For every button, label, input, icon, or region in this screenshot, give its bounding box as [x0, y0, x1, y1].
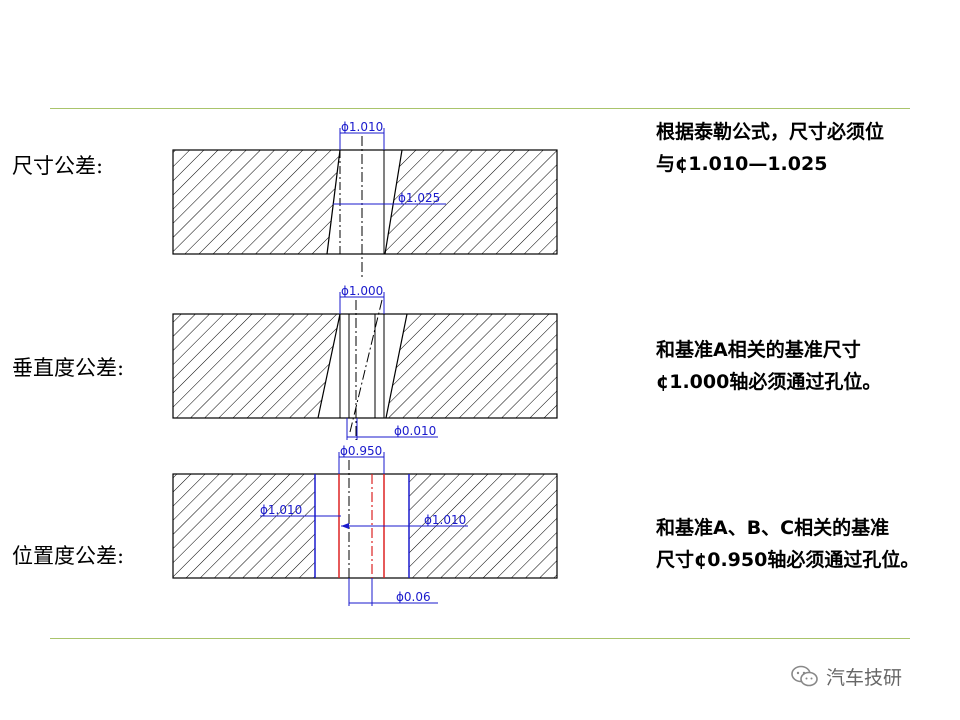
dimension-text: ϕ1.025 — [398, 191, 440, 205]
hatched-left-section — [173, 474, 315, 578]
bottom-divider — [50, 638, 910, 639]
note-perpendicularity: 和基准A相关的基准尺寸 ¢1.000轴必须通过孔位。 — [656, 334, 881, 398]
top-divider — [50, 108, 910, 109]
watermark-text: 汽车技研 — [826, 666, 903, 689]
perpendicularity-block: ϕ1.000 ϕ0.010 — [172, 284, 558, 440]
dimension-text: ϕ1.000 — [341, 284, 383, 298]
dimension-text: ϕ0.06 — [396, 590, 431, 604]
hole-wall-left — [317, 313, 341, 419]
block-outline — [172, 473, 558, 579]
block-outline — [172, 313, 558, 419]
dimension-text: ϕ1.010 — [260, 503, 302, 517]
block-outline — [172, 149, 558, 255]
note-line: 和基准A相关的基准尺寸 — [656, 339, 861, 361]
hatched-right-section — [385, 150, 557, 254]
hatched-left-section — [173, 314, 340, 418]
note-line: ¢1.000轴必须通过孔位。 — [656, 371, 882, 393]
position-tolerance-label: 位置度公差: — [12, 544, 125, 568]
perpendicularity-tolerance-label: 垂直度公差: — [12, 356, 125, 380]
size-tolerance-label: 尺寸公差: — [12, 154, 104, 178]
tilted-axis-line — [349, 299, 383, 433]
position-tolerance-block: ϕ0.950 ϕ1.010 ϕ1.010 ϕ0.06 — [172, 444, 558, 606]
dimension-text: ϕ0.010 — [394, 424, 436, 438]
dimension-text: ϕ0.950 — [340, 444, 382, 458]
hole-wall-right — [385, 313, 408, 419]
dimension-text: ϕ1.010 — [424, 513, 466, 527]
size-tolerance-block: ϕ1.010 ϕ1.025 — [172, 120, 558, 278]
watermark: 汽车技研 — [790, 662, 902, 690]
note-position: 和基准A、B、C相关的基准 尺寸¢0.950轴必须通过孔位。 — [656, 512, 919, 576]
note-line: 根据泰勒公式，尺寸必须位 — [656, 121, 885, 143]
arrow-head — [341, 523, 349, 529]
note-size-tolerance: 根据泰勒公式，尺寸必须位 与¢1.010—1.025 — [656, 116, 884, 180]
note-line: 与¢1.010—1.025 — [656, 153, 828, 175]
wechat-icon — [791, 665, 818, 687]
hatched-right-section — [386, 314, 557, 418]
hole-wall-right — [384, 149, 403, 255]
hatched-left-section — [173, 150, 340, 254]
dimension-text: ϕ1.010 — [341, 120, 383, 134]
note-line: 和基准A、B、C相关的基准 — [656, 517, 890, 539]
hole-wall-left — [326, 149, 341, 255]
note-line: 尺寸¢0.950轴必须通过孔位。 — [656, 549, 920, 571]
